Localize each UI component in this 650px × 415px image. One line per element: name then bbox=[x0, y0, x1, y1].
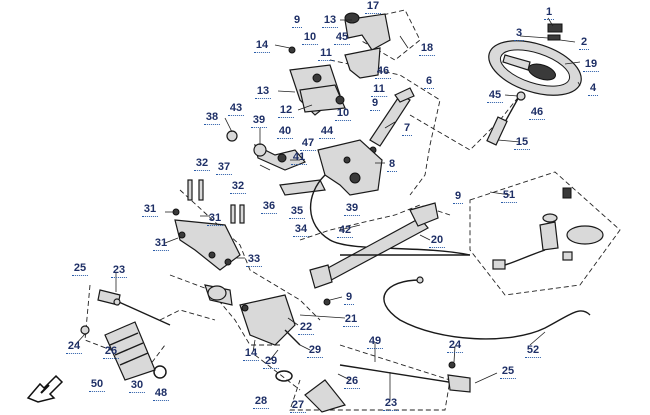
callout-14-top: 14 bbox=[253, 39, 271, 53]
callout-25-left: 25 bbox=[71, 262, 89, 276]
cable-52 bbox=[383, 279, 591, 340]
callout-23-right: 23 bbox=[382, 397, 400, 411]
callout-8: 8 bbox=[386, 158, 398, 172]
callout-45-left: 45 bbox=[333, 31, 351, 45]
tie-rod-right bbox=[339, 364, 456, 384]
leader-lines bbox=[74, 17, 581, 400]
bolts-32 bbox=[187, 179, 245, 224]
callout-40: 40 bbox=[276, 125, 294, 139]
callout-9-low: 9 bbox=[343, 291, 355, 305]
washer-39 bbox=[253, 143, 267, 157]
front-arrow-icon bbox=[26, 374, 64, 403]
callout-9-top: 9 bbox=[291, 14, 303, 28]
callout-9-right: 9 bbox=[452, 190, 464, 204]
callout-9-mid: 9 bbox=[369, 97, 381, 111]
frame-bracket bbox=[174, 219, 241, 271]
callout-13-mid: 13 bbox=[254, 85, 272, 99]
callout-23-left: 23 bbox=[110, 264, 128, 278]
callout-26-left: 26 bbox=[102, 345, 120, 359]
callout-10-mid: 10 bbox=[334, 107, 352, 121]
callout-10-top: 10 bbox=[301, 31, 319, 45]
callout-21: 21 bbox=[342, 313, 360, 327]
horn-button bbox=[547, 23, 563, 33]
callout-31-a: 31 bbox=[141, 203, 159, 217]
callout-17: 17 bbox=[364, 0, 382, 14]
callout-46-left: 46 bbox=[374, 65, 392, 79]
callout-14-low: 14 bbox=[242, 347, 260, 361]
ignition-switch bbox=[492, 187, 604, 270]
callout-42: 42 bbox=[336, 224, 354, 238]
boot-right bbox=[304, 379, 347, 413]
callout-28: 28 bbox=[252, 395, 270, 409]
callout-18: 18 bbox=[418, 42, 436, 56]
callout-48: 48 bbox=[152, 387, 170, 401]
callout-39-top: 39 bbox=[250, 114, 268, 128]
callout-41: 41 bbox=[290, 151, 308, 165]
callout-34: 34 bbox=[292, 223, 310, 237]
callout-39-mid: 39 bbox=[343, 202, 361, 216]
callout-22: 22 bbox=[297, 321, 315, 335]
callout-33: 33 bbox=[245, 253, 263, 267]
callout-25-right: 25 bbox=[499, 365, 517, 379]
callout-43: 43 bbox=[227, 102, 245, 116]
callout-24-left: 24 bbox=[65, 340, 83, 354]
callout-15: 15 bbox=[513, 136, 531, 150]
callout-1: 1 bbox=[543, 6, 555, 20]
callout-32-right: 32 bbox=[229, 180, 247, 194]
callout-52: 52 bbox=[524, 344, 542, 358]
steering-gearbox bbox=[239, 294, 296, 346]
callout-32-left: 32 bbox=[193, 157, 211, 171]
callout-31-c: 31 bbox=[152, 237, 170, 251]
callout-13-top: 13 bbox=[321, 14, 339, 28]
intermediate-shaft bbox=[314, 217, 429, 286]
callout-46-right: 46 bbox=[528, 106, 546, 120]
callout-30: 30 bbox=[128, 379, 146, 393]
callout-44: 44 bbox=[318, 125, 336, 139]
callout-47: 47 bbox=[299, 137, 317, 151]
callout-11-top: 11 bbox=[318, 47, 334, 61]
callout-35: 35 bbox=[288, 205, 306, 219]
callout-29-left: 29 bbox=[262, 355, 280, 369]
callout-51: 51 bbox=[500, 189, 518, 203]
callout-7: 7 bbox=[401, 122, 413, 136]
steering-column bbox=[369, 94, 411, 147]
callout-19: 19 bbox=[582, 58, 600, 72]
callout-36: 36 bbox=[260, 200, 278, 214]
callout-4: 4 bbox=[587, 82, 599, 96]
callout-12: 12 bbox=[277, 104, 295, 118]
callout-31-b: 31 bbox=[206, 212, 224, 226]
mount-plate bbox=[317, 139, 383, 196]
washer-43 bbox=[226, 130, 238, 142]
callout-20: 20 bbox=[428, 234, 446, 248]
callout-37: 37 bbox=[215, 161, 233, 175]
callout-3: 3 bbox=[513, 27, 525, 41]
horn-cover bbox=[547, 34, 561, 41]
callout-24-right: 24 bbox=[446, 339, 464, 353]
callout-38: 38 bbox=[203, 111, 221, 125]
callout-50: 50 bbox=[88, 378, 106, 392]
callout-49: 49 bbox=[366, 335, 384, 349]
callout-26-right: 26 bbox=[343, 375, 361, 389]
callout-6: 6 bbox=[423, 75, 435, 89]
callout-27: 27 bbox=[289, 399, 307, 413]
callout-11-mid: 11 bbox=[371, 83, 387, 97]
callout-2: 2 bbox=[578, 36, 590, 50]
callout-45-right: 45 bbox=[486, 89, 504, 103]
callout-29-right: 29 bbox=[306, 344, 324, 358]
steering-wheel bbox=[488, 40, 582, 96]
